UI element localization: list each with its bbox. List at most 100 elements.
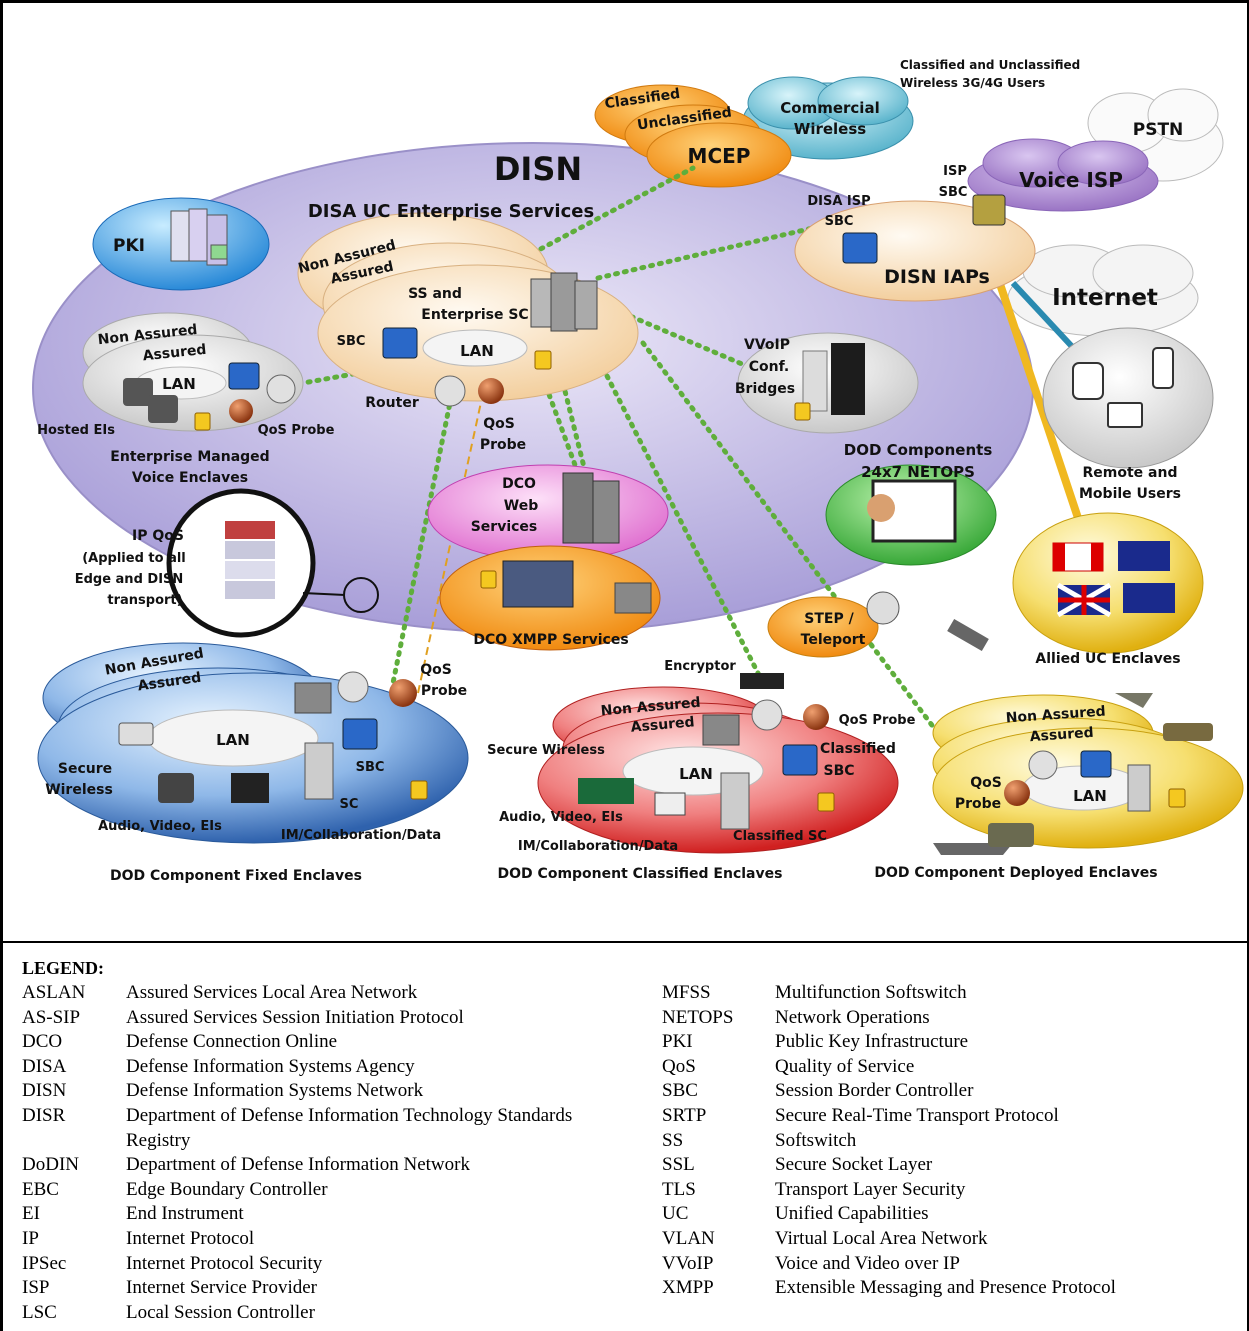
classified-qos-icon	[803, 704, 829, 730]
legend-row: DISR Department of Defense Information Te…	[22, 1104, 642, 1129]
ss-ent-label-1: SS and	[408, 286, 462, 302]
fixed-router-icon	[337, 671, 369, 703]
remote-label-1: Remote and	[1083, 465, 1178, 481]
teal-link	[1010, 280, 1081, 356]
ent-sbc-icon	[382, 327, 418, 359]
voice-isp-label: Voice ISP	[1019, 168, 1123, 192]
vvoip-label-1: VVoIP	[744, 337, 790, 353]
network-diagram: DISN DISA UC Enterprise Services PKI MCE…	[32, 58, 1244, 884]
legend-row: DCO Defense Connection Online	[22, 1030, 642, 1055]
dco-label-2: Web	[504, 498, 538, 514]
dco-xmpp-label: DCO XMPP Services	[473, 632, 628, 648]
dco-server-icon	[562, 472, 594, 544]
disn-title: DISN	[494, 150, 582, 188]
enterprise-services-label: DISA UC Enterprise Services	[308, 201, 594, 222]
legend-definition: Assured Services Local Area Network	[126, 982, 418, 1003]
legend-abbr: DoDIN	[22, 1154, 79, 1176]
dco-label-3: Services	[471, 519, 538, 535]
wireless-users-label-1: Classified and Unclassified	[900, 58, 1080, 72]
ipqos-label-4: transport)	[107, 593, 182, 608]
dod-comp-label-2: 24x7 NETOPS	[861, 463, 975, 481]
emve-qos-probe-label: QoS Probe	[258, 423, 335, 438]
legend-row: Registry	[22, 1129, 642, 1154]
ss-server-icon	[530, 272, 598, 332]
fixed-secure-label-2: Wireless	[45, 782, 113, 798]
legend-abbr: TLS	[662, 1178, 696, 1200]
ent-qos-probe-icon	[478, 378, 504, 404]
smartphone-icon	[1152, 347, 1174, 389]
classified-audio-label: Audio, Video, EIs	[499, 810, 623, 825]
classified-lan-label: LAN	[679, 765, 713, 783]
tank-icon	[1163, 723, 1213, 741]
legend-abbr: EI	[22, 1203, 40, 1225]
legend-separator	[0, 941, 1249, 943]
disa-isp-sbc-label-1: DISA ISP	[807, 194, 870, 209]
classified-qos-probe-label: QoS Probe	[839, 713, 916, 728]
legend-abbr: SRTP	[662, 1104, 707, 1126]
vvoip-ellipse	[737, 332, 919, 434]
dod-comp-label-1: DOD Components	[844, 441, 993, 459]
emve-phone-icon	[123, 378, 153, 406]
legend-abbr: MFSS	[662, 982, 711, 1003]
xmpp-server-icon	[502, 560, 574, 608]
legend-abbr: DCO	[22, 1031, 63, 1053]
legend-abbr: QoS	[662, 1055, 696, 1077]
humvee-icon	[988, 823, 1034, 847]
encryptor-label: Encryptor	[664, 659, 736, 674]
isp-sbc-label-2: SBC	[939, 185, 968, 200]
ent-lock-icon	[534, 350, 552, 370]
isp-sbc-icon	[972, 194, 1006, 226]
emve-router-icon	[266, 374, 296, 404]
legend-definition: Transport Layer Security	[775, 1178, 966, 1200]
legend-row: TLS Transport Layer Security	[662, 1178, 1222, 1203]
legend-definition: Registry	[126, 1129, 191, 1151]
legend-definition: Department of Defense Information Techno…	[126, 1104, 573, 1126]
mcep-label: MCEP	[688, 144, 751, 168]
commercial-label: Commercial	[780, 99, 879, 117]
legend-abbr: DISN	[22, 1080, 67, 1102]
dco-label-1: DCO	[502, 476, 536, 492]
disa-isp-sbc-icon	[842, 232, 878, 264]
legend-abbr: PKI	[662, 1031, 693, 1053]
step-ellipse	[767, 596, 879, 658]
fixed-qos-icon	[389, 679, 417, 707]
ipqos-label-2: (Applied to all	[82, 551, 186, 566]
emve-qos-icon	[229, 399, 253, 423]
emve-lock-icon	[194, 412, 211, 431]
legend-abbr: VLAN	[662, 1227, 715, 1249]
legend-abbr: SS	[662, 1129, 684, 1151]
legend-abbr: DISA	[22, 1055, 67, 1077]
legend-abbr: DISR	[22, 1104, 66, 1126]
nz-flag-icon	[1123, 583, 1175, 613]
legend-definition: Internet Protocol	[126, 1227, 255, 1249]
classified-router-icon	[751, 699, 783, 731]
legend-definition: Voice and Video over IP	[775, 1252, 960, 1274]
commercial-wireless-cloud	[742, 76, 914, 160]
legend-abbr	[22, 1129, 126, 1154]
voice-isp-cloud	[967, 138, 1159, 212]
deployed-router-icon	[1028, 750, 1058, 780]
fixed-lock-icon	[410, 780, 428, 800]
xmpp-lock-icon	[480, 570, 497, 589]
mobile-phone-icon	[1072, 362, 1104, 400]
legend-definition: Defense Connection Online	[126, 1031, 338, 1053]
pki-label: PKI	[113, 236, 145, 256]
legend-abbr: ISP	[22, 1277, 50, 1299]
classified-assured-label: Assured	[630, 714, 695, 736]
deployed-qos-label-2: Probe	[955, 796, 1001, 812]
ent-lan-cloud	[422, 329, 528, 367]
legend-abbr: XMPP	[662, 1277, 714, 1299]
legend-abbr: IPSec	[22, 1252, 67, 1274]
